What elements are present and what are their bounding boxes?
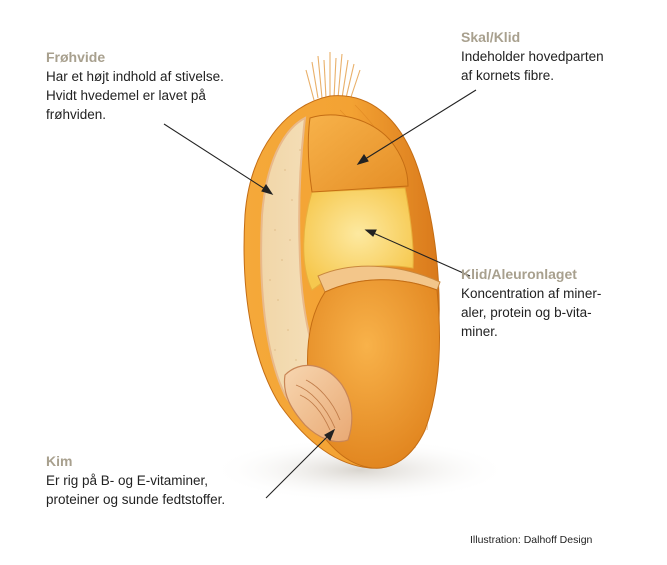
label-aleuronlaget-desc: Koncentration af miner- aler, protein og…: [461, 286, 602, 339]
germ-embryo: [283, 364, 353, 443]
arrowhead-skal: [356, 154, 369, 165]
label-skal-klid-desc: Indeholder hovedparten af kornets fibre.: [461, 49, 604, 83]
label-aleuronlaget-title: Klid/Aleuronlaget: [461, 266, 577, 282]
label-skal-klid-title: Skal/Klid: [461, 29, 521, 45]
label-frohvide: Frøhvide Har et højt indhold af stivelse…: [46, 48, 286, 124]
label-skal-klid: Skal/Klid Indeholder hovedparten af korn…: [461, 28, 661, 85]
arrowhead-aleuron: [364, 229, 377, 237]
kernel-hair-tuft: [305, 52, 361, 101]
illustration-credit: Illustration: Dalhoff Design: [470, 534, 593, 546]
label-frohvide-title: Frøhvide: [46, 49, 106, 65]
endosperm-speckles: [269, 149, 306, 391]
pointer-kim: [265, 433, 331, 499]
label-kim-desc: Er rig på B- og E-vitaminer, proteiner o…: [46, 473, 226, 507]
germ-lines: [295, 379, 341, 431]
arrowhead-frohvide: [261, 184, 274, 195]
label-aleuronlaget: Klid/Aleuronlaget Koncentration af miner…: [461, 265, 661, 341]
label-kim: Kim Er rig på B- og E-vitaminer, protein…: [46, 452, 286, 509]
pointer-aleuron: [370, 231, 471, 277]
pointer-frohvide: [163, 123, 269, 192]
pointer-skal: [361, 89, 477, 162]
shell-flap-top: [307, 114, 409, 193]
label-kim-title: Kim: [46, 453, 73, 469]
kernel-shadow: [210, 438, 510, 502]
arrowhead-kim: [324, 428, 336, 441]
label-frohvide-desc: Har et højt indhold af stivelse. Hvidt h…: [46, 69, 224, 122]
